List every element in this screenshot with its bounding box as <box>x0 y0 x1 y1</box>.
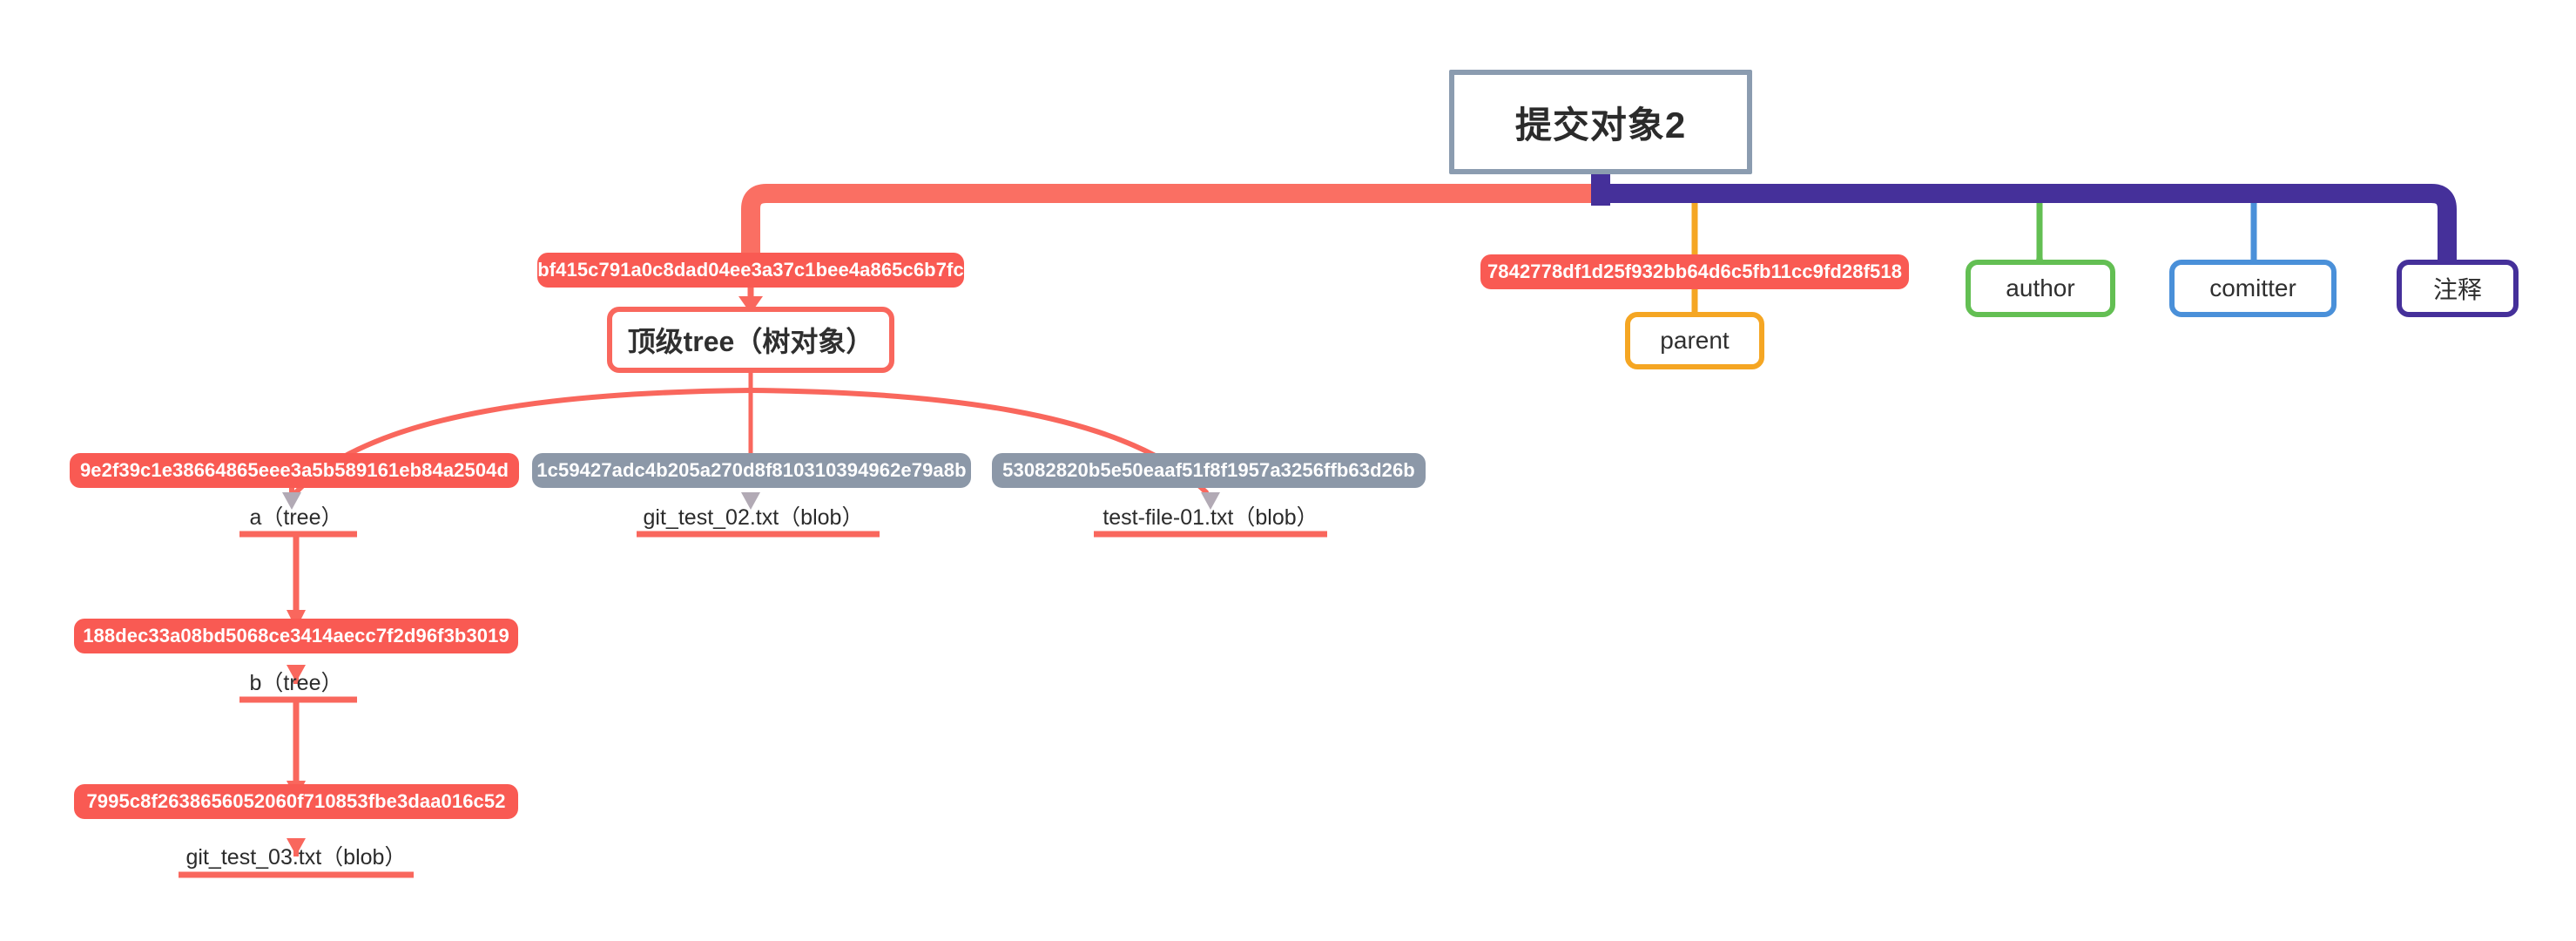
leaf-label-git-test-02: git_test_02.txt（blob） <box>610 501 897 531</box>
top-level-tree-box[interactable]: 顶级tree（树对象） <box>607 307 894 373</box>
author-box[interactable]: author <box>1966 260 2115 317</box>
leaf-text: b（tree） <box>249 671 343 695</box>
comitter-label: comitter <box>2209 274 2296 301</box>
comitter-box[interactable]: comitter <box>2169 260 2337 317</box>
leaf-text: test-file-01.txt（blob） <box>1103 505 1318 530</box>
hash-text: 53082820b5e50eaaf51f8f1957a3256ffb63d26b <box>1002 459 1415 481</box>
hash-pill-b-tree[interactable]: 188dec33a08bd5068ce3414aecc7f2d96f3b3019 <box>74 619 518 653</box>
hash-text: 1c59427adc4b205a270d8f810310394962e79a8b <box>536 459 967 481</box>
author-label: author <box>2006 274 2075 301</box>
hash-text: 7842778df1d25f932bb64d6c5fb11cc9fd28f518 <box>1487 261 1903 282</box>
parent-box[interactable]: parent <box>1625 312 1764 369</box>
hash-text: 188dec33a08bd5068ce3414aecc7f2d96f3b3019 <box>83 625 509 647</box>
hash-pill-a-tree[interactable]: 9e2f39c1e38664865eee3a5b589161eb84a2504d <box>70 453 519 488</box>
leaf-label-a-tree: a（tree） <box>200 501 392 531</box>
commit-object-box[interactable]: 提交对象2 <box>1449 70 1752 174</box>
note-box[interactable]: 注释 <box>2397 260 2519 317</box>
leaf-text: a（tree） <box>249 505 343 530</box>
leaf-label-git-test-03: git_test_03.txt（blob） <box>157 841 435 870</box>
note-label: 注释 <box>2432 276 2482 303</box>
hash-pill-test-file-01[interactable]: 53082820b5e50eaaf51f8f1957a3256ffb63d26b <box>992 453 1426 488</box>
hash-text: bf415c791a0c8dad04ee3a37c1bee4a865c6b7fc <box>537 259 964 281</box>
top-level-tree-label: 顶级tree（树对象） <box>627 326 874 357</box>
hash-text: 7995c8f2638656052060f710853fbe3daa016c52 <box>86 790 506 812</box>
wire-commit-to-tree <box>741 174 1610 253</box>
wire-commit-to-meta <box>1591 174 2457 264</box>
hash-pill-git-test-02[interactable]: 1c59427adc4b205a270d8f810310394962e79a8b <box>532 453 971 488</box>
leaf-text: git_test_02.txt（blob） <box>643 505 864 530</box>
hash-pill-parent[interactable]: 7842778df1d25f932bb64d6c5fb11cc9fd28f518 <box>1480 254 1909 289</box>
hash-pill-root-tree[interactable]: bf415c791a0c8dad04ee3a37c1bee4a865c6b7fc <box>537 253 964 288</box>
hash-pill-git-test-03[interactable]: 7995c8f2638656052060f710853fbe3daa016c52 <box>74 784 518 819</box>
leaf-text: git_test_03.txt（blob） <box>185 845 407 870</box>
wire-meta-to-author <box>2030 203 2043 269</box>
commit-object-label: 提交对象2 <box>1514 104 1687 146</box>
leaf-label-b-tree: b（tree） <box>200 667 392 696</box>
wire-meta-to-author-right <box>2036 203 2049 269</box>
parent-label: parent <box>1660 327 1730 354</box>
hash-text: 9e2f39c1e38664865eee3a5b589161eb84a2504d <box>79 459 509 481</box>
leaf-label-test-file-01: test-file-01.txt（blob） <box>1071 501 1350 531</box>
